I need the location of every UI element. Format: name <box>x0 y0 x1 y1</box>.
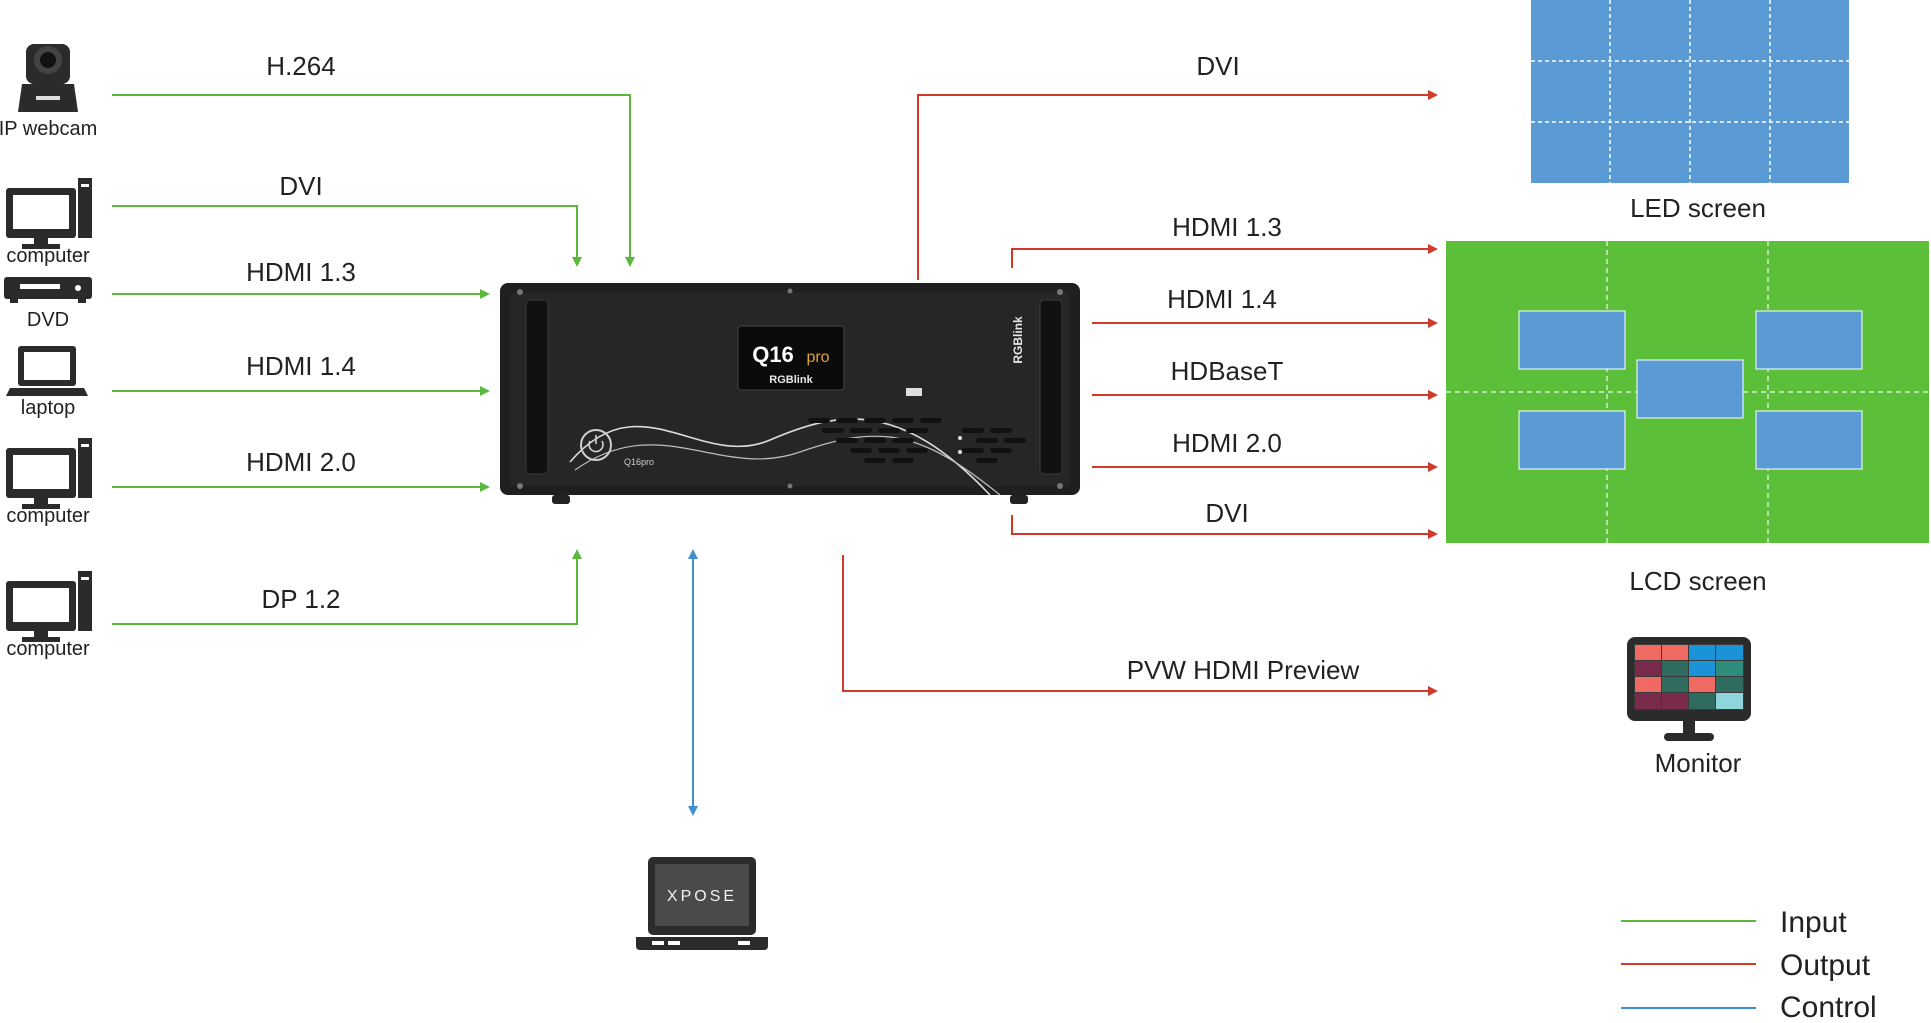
output-line <box>842 555 1438 696</box>
computer-icon <box>6 571 92 642</box>
lcd-screen <box>1446 241 1929 543</box>
input-signal-label: H.264 <box>266 51 335 81</box>
led-screen-label: LED screen <box>1630 193 1766 223</box>
processor-brand: RGBlink <box>769 374 813 386</box>
monitor-label: Monitor <box>1655 748 1742 778</box>
output-signal-label: HDMI 1.3 <box>1172 212 1282 242</box>
rack-handle <box>525 299 549 475</box>
camera-icon <box>18 44 78 112</box>
legend-label: Input <box>1780 906 1847 939</box>
output-signal-label: DVI <box>1205 498 1248 528</box>
lcd-window <box>1518 410 1626 470</box>
led-screen <box>1531 0 1849 183</box>
input-signal-label: HDMI 1.3 <box>246 257 356 287</box>
processor-badge: Q16pro <box>624 457 654 467</box>
lcd-window <box>1636 359 1744 419</box>
computer-icon <box>6 438 92 509</box>
output-line <box>1011 515 1438 539</box>
output-connections <box>842 90 1438 696</box>
input-connections <box>112 94 635 625</box>
processor-model-suffix: pro <box>806 349 829 366</box>
input-line <box>112 549 582 625</box>
source-device-label: computer <box>6 245 90 267</box>
processor-model: Q16 <box>752 342 794 367</box>
dvd-icon <box>4 277 92 303</box>
processor-side-brand: RGBlink <box>1011 316 1025 364</box>
video-processor <box>500 283 1080 504</box>
input-line <box>112 205 582 267</box>
output-signal-label: HDMI 1.4 <box>1167 284 1277 314</box>
source-device-label: IP webcam <box>0 118 97 140</box>
source-device-label: computer <box>6 505 90 527</box>
monitor-icon <box>1627 637 1751 741</box>
output-line <box>1011 244 1438 268</box>
output-signal-label: HDBaseT <box>1171 356 1284 386</box>
control-laptop-icon <box>636 857 768 950</box>
laptop-icon <box>6 346 88 396</box>
computer-icon <box>6 178 92 249</box>
input-signal-label: DP 1.2 <box>261 584 340 614</box>
legend-label: Control <box>1780 991 1877 1023</box>
input-line <box>112 94 635 267</box>
power-button <box>580 429 612 461</box>
source-device-label: computer <box>6 638 90 660</box>
source-device-label: laptop <box>21 397 76 419</box>
control-software-label: XPOSE <box>667 888 737 905</box>
legend-label: Output <box>1780 949 1871 982</box>
legend <box>1621 920 1756 1009</box>
input-signal-label: HDMI 1.4 <box>246 351 356 381</box>
source-device-label: DVD <box>27 309 69 331</box>
lcd-screen-label: LCD screen <box>1629 566 1766 596</box>
front-display <box>737 325 845 391</box>
output-signal-label: DVI <box>1196 51 1239 81</box>
lcd-window <box>1755 310 1863 370</box>
lcd-window <box>1518 310 1626 370</box>
output-line <box>917 90 1438 280</box>
rack-handle <box>1039 299 1063 475</box>
vent-grille <box>808 418 1026 463</box>
output-signal-label: PVW HDMI Preview <box>1127 655 1360 685</box>
input-signal-label: DVI <box>279 171 322 201</box>
lcd-window <box>1755 410 1863 470</box>
input-signal-label: HDMI 2.0 <box>246 447 356 477</box>
output-signal-label: HDMI 2.0 <box>1172 428 1282 458</box>
